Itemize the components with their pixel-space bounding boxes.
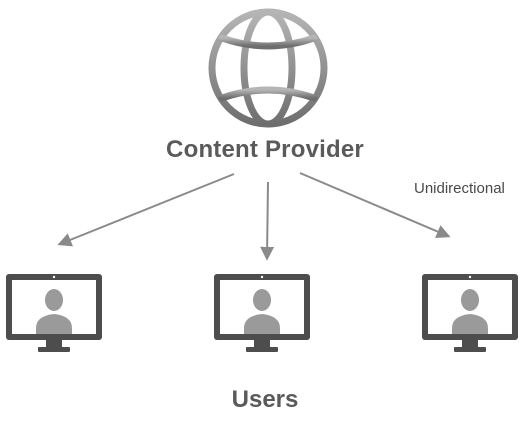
globe-icon [206, 6, 330, 130]
user-monitor-icon [6, 274, 102, 354]
arrow-right [299, 172, 451, 239]
user-monitor-icon [214, 274, 310, 354]
arrow-center [260, 181, 275, 261]
arrow-left [57, 173, 235, 247]
content-provider-label: Content Provider [166, 136, 364, 163]
direction-label: Unidirectional [414, 180, 505, 197]
users-label: Users [231, 386, 299, 413]
user-monitor-icon [422, 274, 518, 354]
